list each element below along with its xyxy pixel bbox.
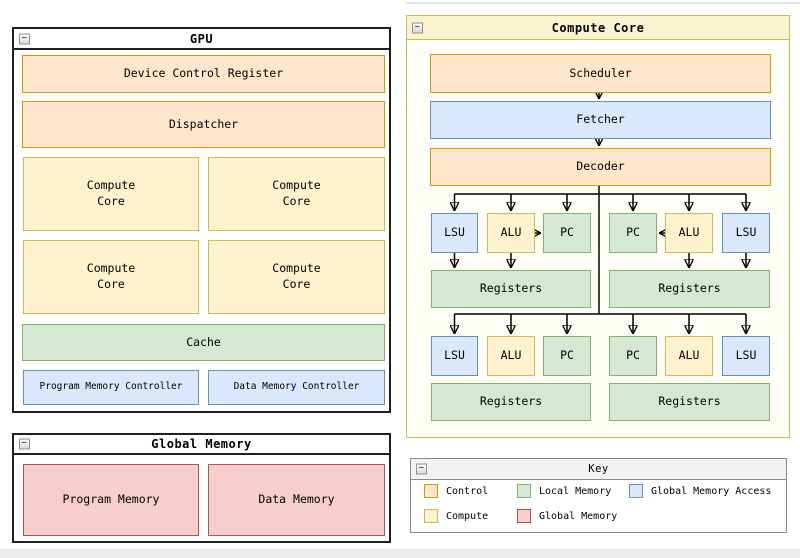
compute-core-box: Compute Core — [23, 240, 199, 314]
compute-core-box: Compute Core — [23, 157, 199, 231]
legend-item: Control — [424, 484, 488, 498]
pc-box: PC — [609, 213, 657, 253]
alu-box: ALU — [487, 336, 535, 376]
data-memory-controller-box: Data Memory Controller — [208, 370, 385, 405]
lsu-box: LSU — [431, 213, 478, 253]
scheduler-box: Scheduler — [430, 54, 771, 93]
legend-item: Compute — [424, 509, 488, 523]
global-memory-window: − Global Memory Program Memory Data Memo… — [12, 433, 391, 543]
key-titlebar: − Key — [411, 459, 786, 480]
alu-box: ALU — [665, 213, 713, 253]
pc-box: PC — [543, 336, 591, 376]
device-control-register-box: Device Control Register — [22, 55, 385, 93]
data-memory-box: Data Memory — [208, 464, 385, 536]
local-memory-swatch — [517, 484, 531, 498]
alu-box: ALU — [487, 213, 535, 253]
collapse-icon[interactable]: − — [412, 22, 423, 33]
lsu-box: LSU — [722, 213, 770, 253]
global-memory-title: Global Memory — [151, 437, 252, 451]
global-memory-access-swatch — [629, 484, 643, 498]
gpu-title: GPU — [189, 31, 214, 46]
legend-label: Global Memory — [539, 510, 618, 522]
alu-box: ALU — [665, 336, 713, 376]
legend-item: Global Memory — [517, 509, 617, 523]
pc-box: PC — [609, 336, 657, 376]
dispatcher-box: Dispatcher — [22, 101, 385, 148]
decoder-box: Decoder — [430, 148, 771, 186]
registers-box: Registers — [431, 383, 591, 421]
program-memory-box: Program Memory — [23, 464, 199, 536]
registers-box: Registers — [431, 270, 591, 308]
compute-core-window: − Compute Core — [406, 15, 790, 438]
legend-item: Global Memory Access — [629, 484, 771, 498]
compute-core-box: Compute Core — [208, 157, 385, 231]
legend-label: Local Memory — [539, 485, 612, 497]
cache-box: Cache — [22, 324, 385, 361]
registers-box: Registers — [609, 270, 770, 308]
fetcher-box: Fetcher — [430, 101, 771, 139]
registers-box: Registers — [609, 383, 770, 421]
key-title: Key — [588, 463, 609, 475]
legend-item: Local Memory — [517, 484, 611, 498]
pc-box: PC — [543, 213, 591, 253]
legend-label: Global Memory Access — [651, 485, 772, 497]
gpu-window: − GPU Device Control Register Dispatcher… — [12, 27, 391, 413]
key-body: Control Local Memory Global Memory Acces… — [411, 480, 786, 531]
compute-core-titlebar: − Compute Core — [407, 16, 789, 40]
lsu-box: LSU — [431, 336, 478, 376]
bottom-strip — [0, 549, 800, 558]
legend-label: Compute — [446, 510, 489, 522]
lsu-box: LSU — [722, 336, 770, 376]
collapse-icon[interactable]: − — [416, 463, 427, 475]
top-divider — [406, 2, 800, 4]
global-memory-titlebar: − Global Memory — [14, 435, 389, 455]
key-window: − Key Control Local Memory Global Memory… — [410, 458, 787, 533]
control-swatch — [424, 484, 438, 498]
collapse-icon[interactable]: − — [19, 33, 30, 44]
compute-swatch — [424, 509, 438, 523]
compute-core-title: Compute Core — [551, 20, 645, 35]
legend-label: Control — [446, 485, 489, 497]
collapse-icon[interactable]: − — [19, 438, 30, 450]
gpu-titlebar: − GPU — [14, 29, 389, 50]
program-memory-controller-box: Program Memory Controller — [23, 370, 199, 405]
global-memory-swatch — [517, 509, 531, 523]
gpu-body: Device Control Register Dispatcher Compu… — [14, 50, 389, 413]
compute-core-body: Scheduler Fetcher Decoder LSU ALU PC PC … — [407, 40, 789, 435]
compute-core-box: Compute Core — [208, 240, 385, 314]
global-memory-body: Program Memory Data Memory — [14, 455, 389, 541]
